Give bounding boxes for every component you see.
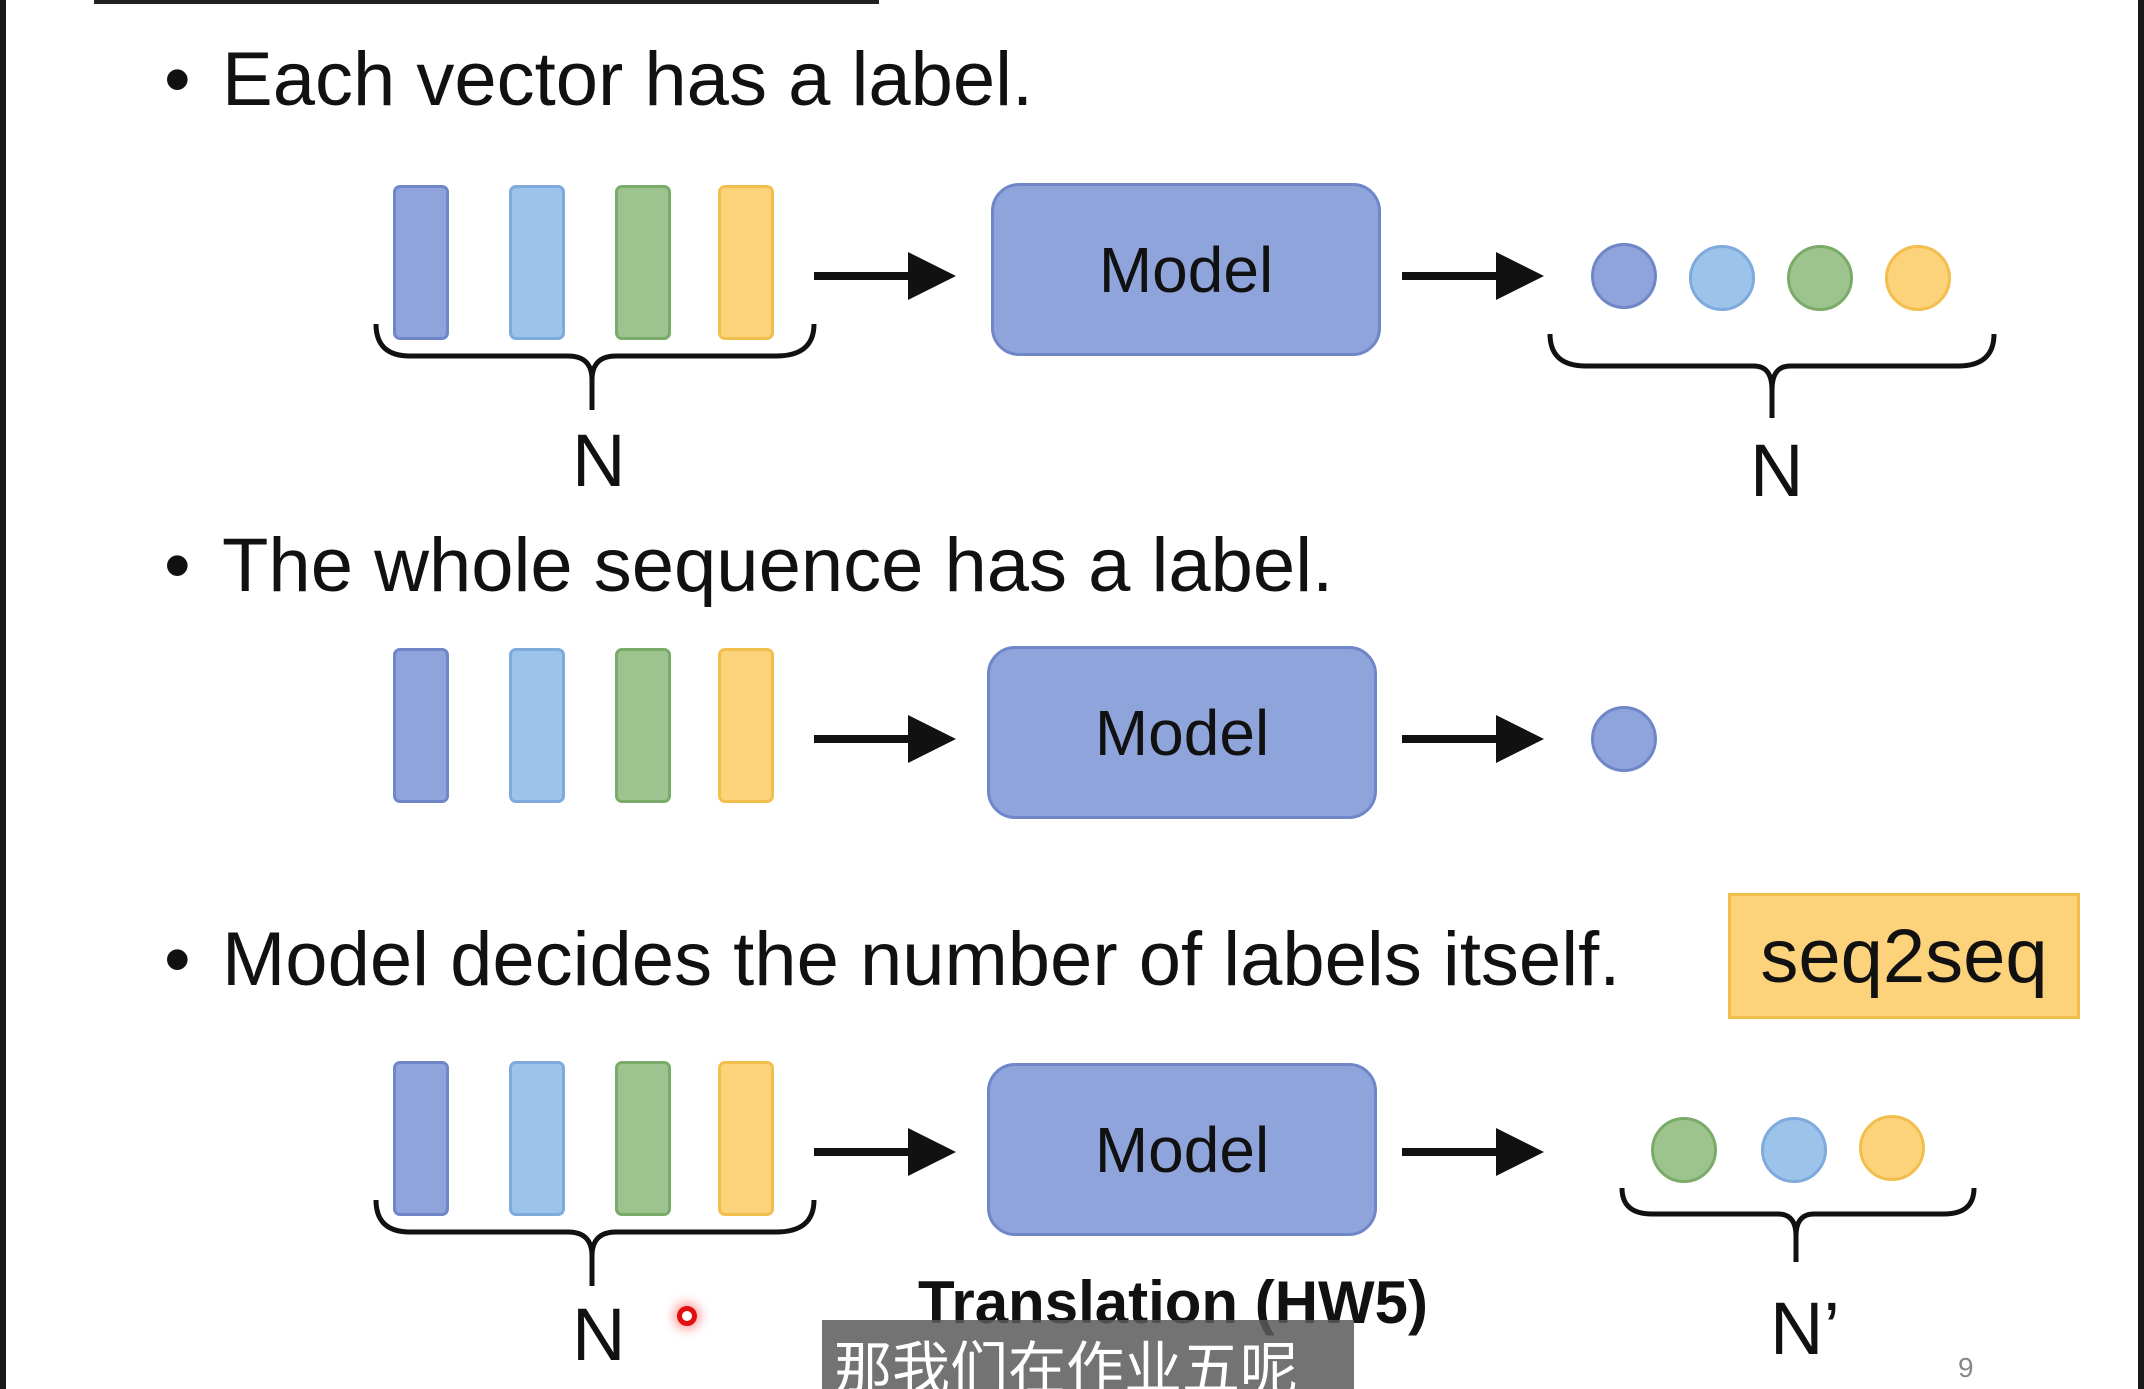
input-vector-2 [509, 648, 565, 803]
brace-icon [1547, 333, 1997, 418]
output-label-2 [1761, 1117, 1827, 1183]
arrows-and-braces [373, 252, 1997, 1286]
brace-label-n-prime: N’ [1770, 1287, 1840, 1370]
slide: •Each vector has a label. Model N N •The… [6, 0, 2138, 1389]
page-number: 9 [1958, 1352, 1974, 1383]
seq2seq-box: seq2seq [1728, 893, 2080, 1019]
input-vector-1 [393, 185, 449, 340]
input-vector-3 [615, 185, 671, 340]
brace-label-n-input: N [572, 419, 626, 502]
input-vector-1 [393, 1061, 449, 1216]
bullet-marker: • [164, 37, 191, 122]
model-box-3: Model [987, 1063, 1377, 1236]
output-label-3 [1787, 245, 1853, 311]
bullet-text: The whole sequence has a label. [222, 523, 1334, 608]
brace-label-n-input: N [572, 1293, 626, 1376]
video-subtitle: 那我们在作业五呢 [822, 1320, 1354, 1389]
brace-icon [1619, 1187, 1977, 1262]
laser-pointer-icon [677, 1306, 697, 1326]
input-vector-4 [718, 185, 774, 340]
output-label-2 [1689, 245, 1755, 311]
bullet-text: Each vector has a label. [222, 37, 1034, 122]
bullet-marker: • [164, 523, 191, 608]
output-label-3 [1859, 1115, 1925, 1181]
bullet-text: Model decides the number of labels itsel… [222, 917, 1621, 1002]
right-window-edge [2138, 0, 2144, 1389]
brace-icon [373, 1199, 817, 1286]
title-underline [94, 0, 879, 4]
left-window-edge [0, 0, 6, 1389]
bullet-model-decides: •Model decides the number of labels itse… [164, 922, 1620, 998]
input-vector-4 [718, 1061, 774, 1216]
brace-label-n-output: N [1750, 429, 1804, 512]
output-label-single [1591, 706, 1657, 772]
bullet-whole-sequence: •The whole sequence has a label. [164, 528, 1333, 604]
input-vector-1 [393, 648, 449, 803]
brace-icon [373, 323, 817, 410]
input-vector-3 [615, 1061, 671, 1216]
subtitle-text: 那我们在作业五呢 [834, 1335, 1299, 1389]
input-vector-2 [509, 1061, 565, 1216]
output-label-4 [1885, 245, 1951, 311]
bullet-each-vector: •Each vector has a label. [164, 42, 1033, 118]
model-box-2: Model [987, 646, 1377, 819]
input-vector-3 [615, 648, 671, 803]
output-label-1 [1651, 1117, 1717, 1183]
bullet-marker: • [164, 917, 191, 1002]
model-box-1: Model [991, 183, 1381, 356]
input-vector-2 [509, 185, 565, 340]
output-label-1 [1591, 243, 1657, 309]
input-vector-4 [718, 648, 774, 803]
